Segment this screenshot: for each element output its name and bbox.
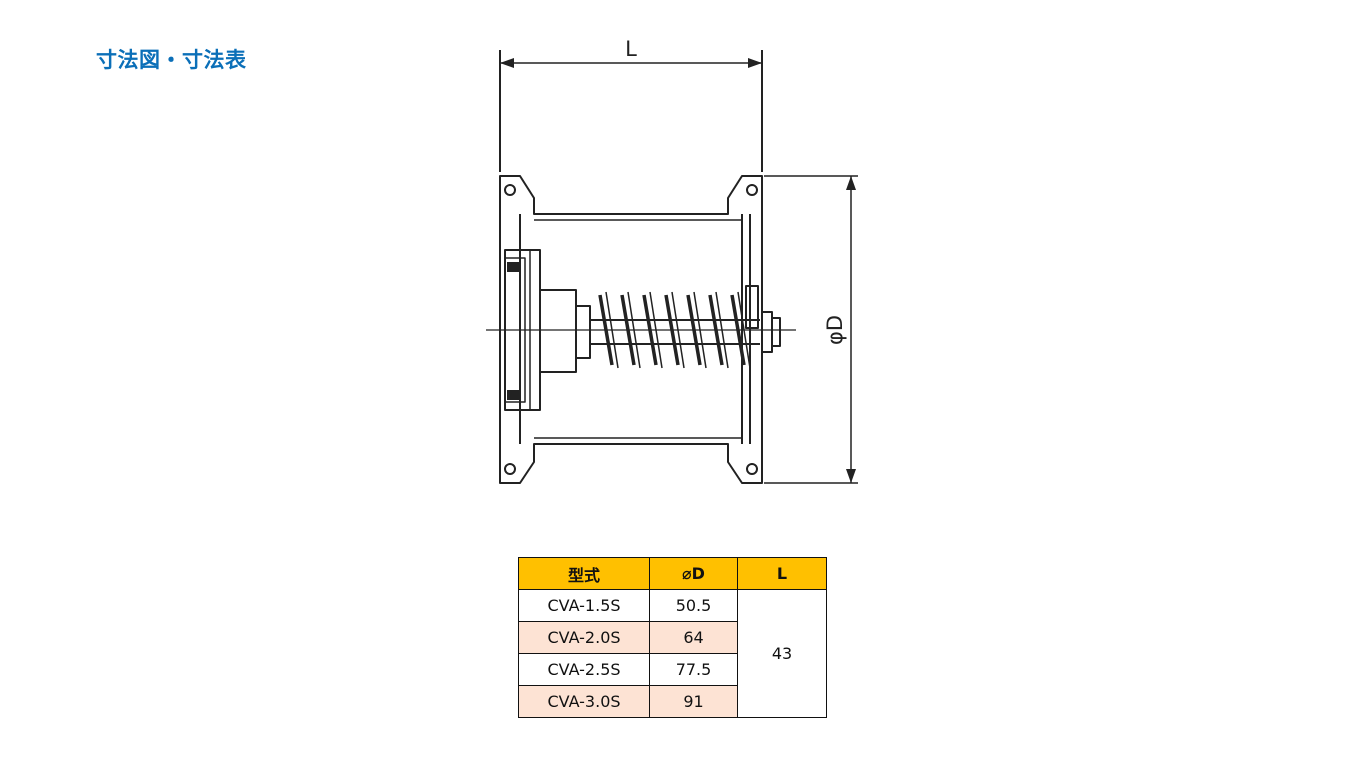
table-row: CVA-1.5S 50.5 43	[518, 589, 827, 718]
cell-model: CVA-2.0S	[518, 621, 650, 654]
table-row: CVA-2.5S 77.5	[518, 653, 827, 686]
cell-diameter: 91	[649, 685, 738, 718]
cell-model: CVA-1.5S	[518, 589, 650, 622]
header-diameter: ⌀D	[649, 557, 738, 590]
header-length: L	[737, 557, 827, 590]
l-arrow-right	[748, 58, 762, 68]
cell-diameter: 77.5	[649, 653, 738, 686]
length-label: L	[625, 37, 637, 61]
cell-length: 43	[737, 589, 827, 718]
table-row: CVA-3.0S 91	[518, 685, 827, 718]
cell-diameter: 64	[649, 621, 738, 654]
cell-model: CVA-2.5S	[518, 653, 650, 686]
stem-hub	[539, 289, 577, 373]
d-arrow-bottom	[846, 469, 856, 483]
table-row: CVA-2.0S 64	[518, 621, 827, 654]
page-title: 寸法図・寸法表	[96, 48, 247, 72]
l-arrow-left	[500, 58, 514, 68]
cell-model: CVA-3.0S	[518, 685, 650, 718]
d-arrow-top	[846, 176, 856, 190]
stem-nut	[761, 311, 773, 353]
body-outline	[499, 175, 763, 484]
diameter-label: φD	[823, 315, 847, 345]
dimension-table: 型式 ⌀D L CVA-1.5S 50.5 43 CVA-2.0S 64 CVA…	[518, 557, 827, 718]
dimension-drawing: L φD	[486, 37, 858, 484]
cell-diameter: 50.5	[649, 589, 738, 622]
valve-disc	[504, 249, 541, 411]
table-header-row: 型式 ⌀D L	[518, 557, 827, 590]
header-model: 型式	[518, 557, 650, 590]
